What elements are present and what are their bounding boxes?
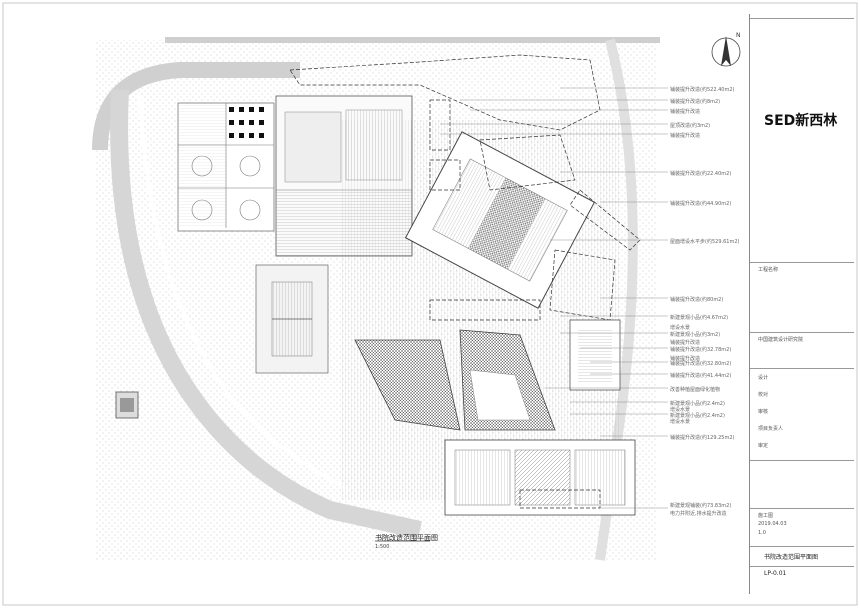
tb-rule	[750, 566, 854, 567]
role-label: 审核	[758, 409, 769, 415]
callout-label: 铺装提升改造(约32.78m2)	[670, 347, 732, 353]
column-grid	[229, 107, 264, 138]
project-label: 工程名称	[758, 267, 779, 273]
court-hatch	[178, 103, 226, 228]
callout-label: 铺装提升改造(约32.80m2)	[670, 361, 732, 367]
road-west	[110, 89, 422, 539]
north-arrow-label: N	[736, 32, 741, 39]
green-roof-west	[354, 339, 461, 431]
role-label: 审定	[758, 443, 769, 449]
callout-label: 新建景观小品(约2.4m2)	[670, 401, 725, 407]
callout-label: 新建景观小品(约2.4m2)	[670, 413, 725, 419]
callout-label: 新建景观铺装(约73.83m2)	[670, 503, 732, 509]
tb-rule	[750, 508, 854, 509]
south-wing-b	[514, 449, 571, 506]
building-east-inner	[578, 330, 612, 382]
design-unit: 中国建筑设计研究院	[758, 337, 804, 343]
callout-label: 铺装提升改造(约8m2)	[670, 99, 721, 105]
callout-label: 铺装提升改造(约41.44m2)	[670, 373, 732, 379]
callout-leaders	[440, 87, 668, 509]
callout-label: 改善种植屋面绿化植物	[670, 387, 721, 393]
road-north	[92, 62, 300, 151]
callout-label: 铺装提升改造	[670, 356, 701, 362]
court-circle-4	[239, 199, 261, 221]
callout-label: 电力井附近,排水提升改造	[670, 511, 727, 517]
role-label: 设计	[758, 375, 769, 381]
stage: 施工图	[758, 513, 774, 519]
tb-rule	[750, 18, 854, 19]
firm-logo: SED新西林	[764, 113, 838, 129]
role-label: 校对	[758, 392, 769, 398]
callout-label: 增设水景	[670, 419, 691, 425]
callout-label: 铺装提升改造	[670, 109, 701, 115]
court-circle-1	[191, 155, 213, 177]
version: 1.0	[758, 530, 766, 536]
sheet-number: LP-0.01	[764, 570, 787, 577]
callout-label: 铺装提升改造(约80m2)	[670, 297, 724, 303]
gym-hall	[284, 111, 342, 183]
callout-label: 新建景观小品(约4.67m2)	[670, 315, 729, 321]
role-label: 项目负责人	[758, 426, 784, 432]
callout-label: 铺装提升改造	[670, 340, 701, 346]
road-east	[595, 38, 638, 561]
tb-rule	[750, 332, 854, 333]
roof-court	[469, 369, 531, 421]
issue-date: 2019.04.03	[758, 521, 787, 527]
tb-rule	[750, 460, 854, 461]
outbuilding-core	[120, 398, 134, 412]
sheet-title: 书院改造范围平面图	[764, 554, 819, 561]
callout-label: 铺装提升改造(约22.40m2)	[670, 171, 732, 177]
road-median	[138, 94, 351, 492]
callout-label: 新建景观小品(约3m2)	[670, 332, 721, 338]
callout-label: 增设水景	[670, 407, 691, 413]
south-renovation-area	[519, 489, 601, 509]
callout-label: 屋顶改造(约3m2)	[670, 123, 711, 129]
north-arrow	[711, 36, 741, 67]
drawing-title: 书院改造范围平面图	[375, 534, 438, 542]
title-block: SED新西林 工程名称 中国建筑设计研究院 设计校对审核项目负责人审定 施工图 …	[749, 14, 854, 594]
central-building	[404, 131, 596, 309]
court-circle-3	[191, 199, 213, 221]
callout-label: 铺装提升改造(约44.90m2)	[670, 201, 732, 207]
tb-rule	[750, 368, 854, 369]
callout-label: 屋面增设水平步(约529.61m2)	[670, 239, 740, 245]
callout-label: 增设水景	[670, 325, 691, 331]
callout-label: 铺装提升改造	[670, 133, 701, 139]
tb-rule	[750, 546, 854, 547]
court-circle-2	[239, 155, 261, 177]
south-wing-a	[454, 449, 511, 506]
drawing-scale: 1:500	[375, 544, 390, 550]
tb-rule	[750, 262, 854, 263]
callout-label: 铺装提升改造(约129.25m2)	[670, 435, 735, 441]
callout-label: 铺装提升改造(约522.40m2)	[670, 87, 735, 93]
